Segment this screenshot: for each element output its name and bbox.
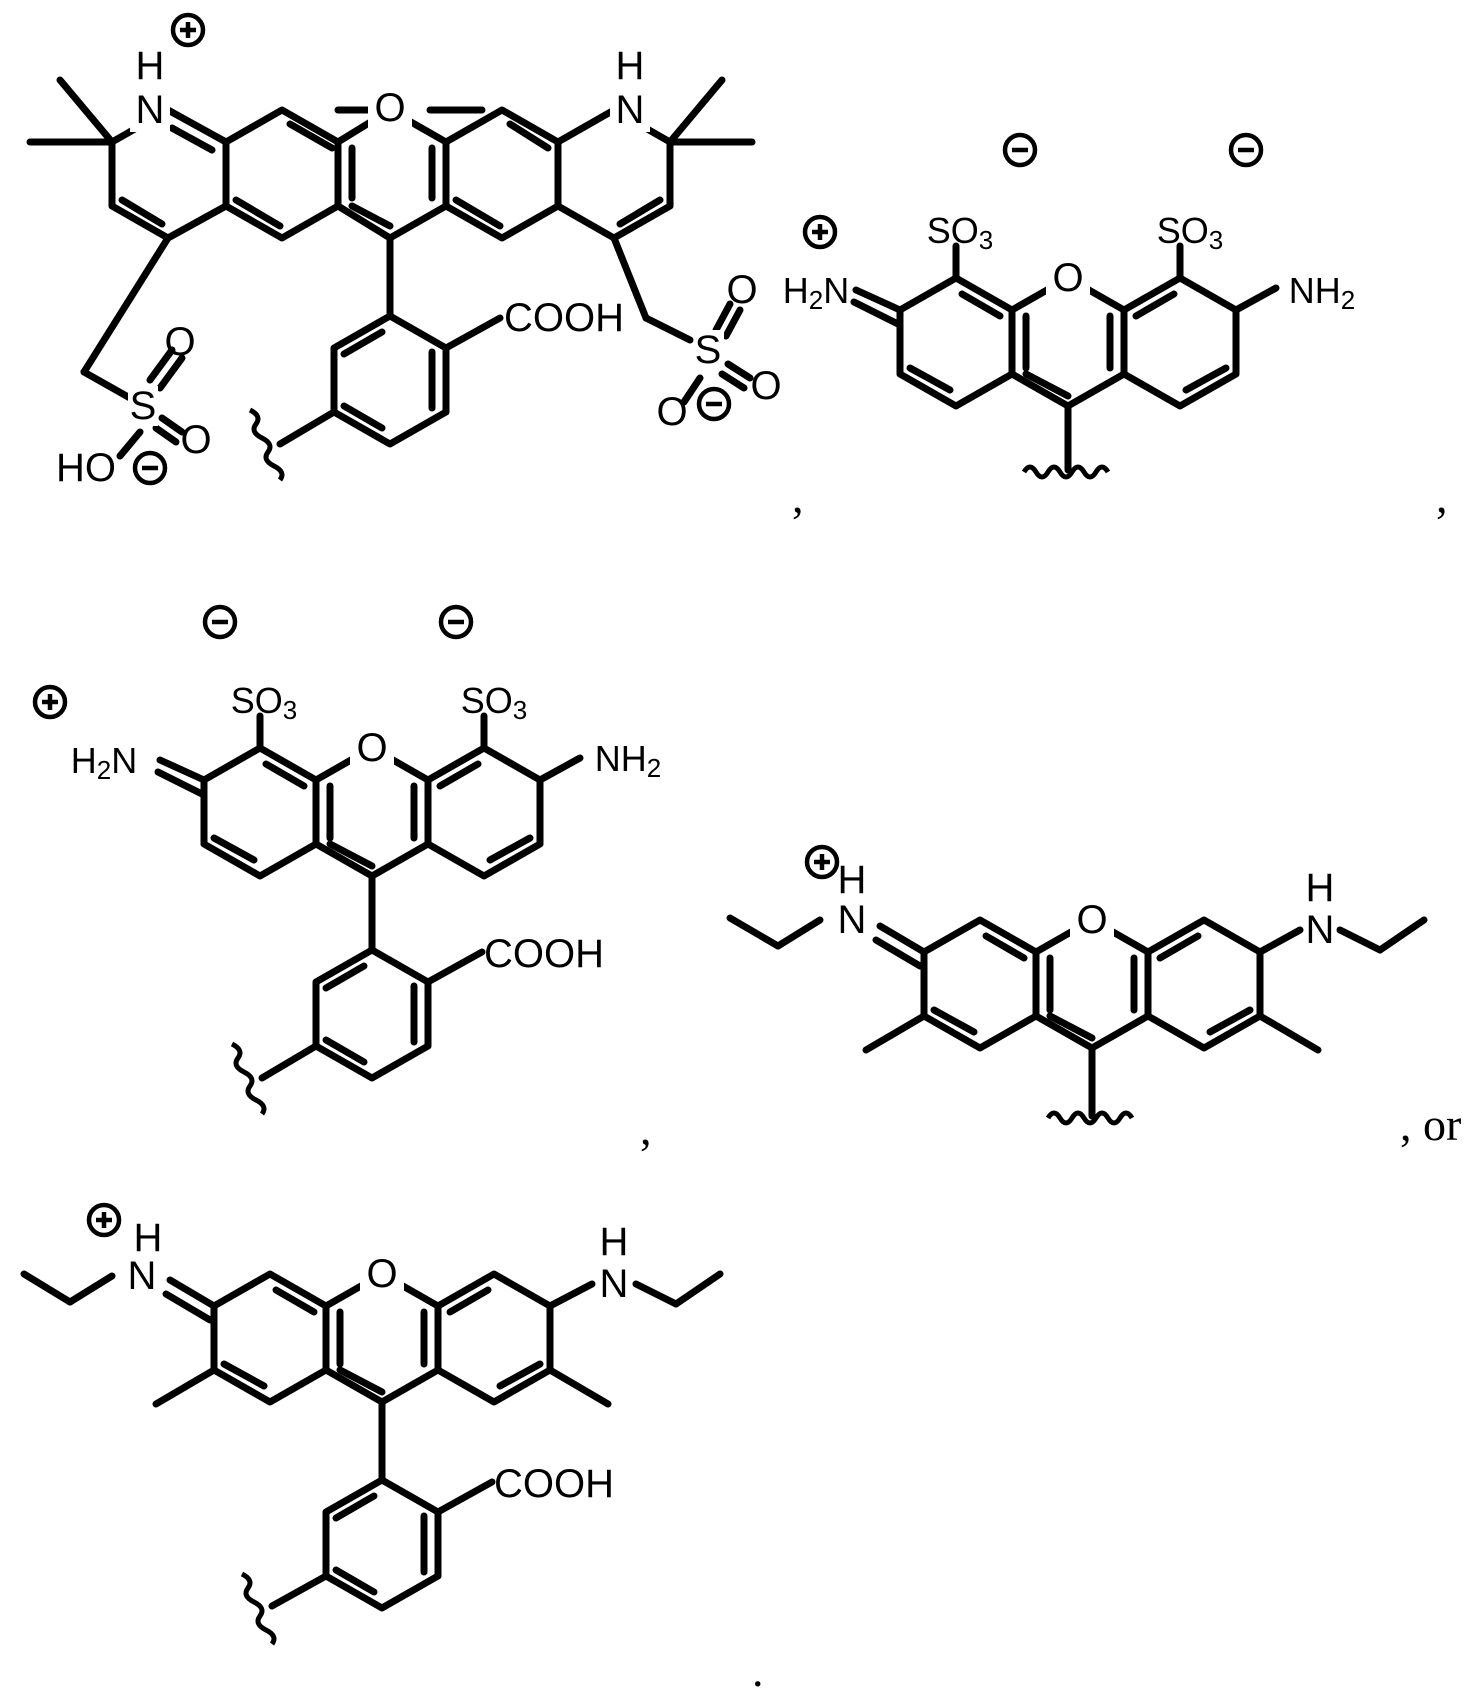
comma-separator: , bbox=[640, 1103, 652, 1154]
sulfur-label: S bbox=[695, 328, 722, 372]
iminium-label: H2N bbox=[71, 740, 137, 786]
sulfonate-label: SO3 bbox=[231, 680, 297, 726]
sulfonate-label: SO3 bbox=[461, 680, 527, 726]
oxygen-label: O bbox=[356, 726, 387, 770]
sulfonate-label: SO3 bbox=[1157, 210, 1223, 256]
oxygen-label: O bbox=[1052, 256, 1083, 300]
carboxylic-acid-label: COOH bbox=[494, 1462, 614, 1506]
iminium-label: H2N bbox=[783, 270, 849, 316]
hydrogen-label: H bbox=[1306, 866, 1335, 910]
oxygen-label: O bbox=[180, 418, 211, 462]
amine-label: NH2 bbox=[1289, 270, 1355, 316]
oxygen-label: O bbox=[374, 86, 405, 130]
oxygen-label: O bbox=[366, 1252, 397, 1296]
hydrogen-label: H bbox=[838, 858, 867, 902]
iminium-nitrogen-label: N bbox=[128, 1254, 157, 1298]
carboxylic-acid-label: COOH bbox=[484, 932, 604, 976]
period-terminator: . bbox=[752, 1645, 764, 1691]
sulfur-label: S bbox=[130, 384, 157, 428]
oxygen-label: O bbox=[656, 390, 687, 434]
amine-nitrogen-label: N bbox=[616, 88, 645, 132]
carboxylic-acid-label: COOH bbox=[504, 296, 624, 340]
oxygen-label: O bbox=[164, 320, 195, 364]
structure-1: O N H N H COOH S O O HO S O O O bbox=[30, 15, 782, 490]
hydrogen-label: H bbox=[600, 1220, 629, 1264]
structure-3: O SO3 SO3 H2N NH2 COOH bbox=[35, 607, 661, 1114]
hydroxyl-label: HO bbox=[56, 446, 116, 490]
oxygen-label: O bbox=[726, 268, 757, 312]
sulfonate-label: SO3 bbox=[927, 210, 993, 256]
structure-5: O N H N H COOH bbox=[24, 1205, 720, 1644]
oxygen-label: O bbox=[750, 364, 781, 408]
iminium-nitrogen-label: N bbox=[136, 88, 165, 132]
iminium-nitrogen-label: N bbox=[838, 898, 867, 942]
or-separator: , or bbox=[1400, 1099, 1461, 1150]
structure-4: O N H N H bbox=[730, 847, 1424, 1123]
amine-label: NH2 bbox=[595, 738, 661, 784]
hydrogen-label: H bbox=[134, 1216, 163, 1260]
oxygen-label: O bbox=[1076, 898, 1107, 942]
structure-2: O SO3 SO3 H2N NH2 bbox=[783, 135, 1355, 477]
amine-nitrogen-label: N bbox=[600, 1262, 629, 1306]
comma-separator: , bbox=[1436, 471, 1448, 522]
amine-nitrogen-label: N bbox=[1306, 908, 1335, 952]
hydrogen-label: H bbox=[136, 44, 165, 88]
hydrogen-label: H bbox=[616, 44, 645, 88]
comma-separator: , bbox=[792, 471, 804, 522]
